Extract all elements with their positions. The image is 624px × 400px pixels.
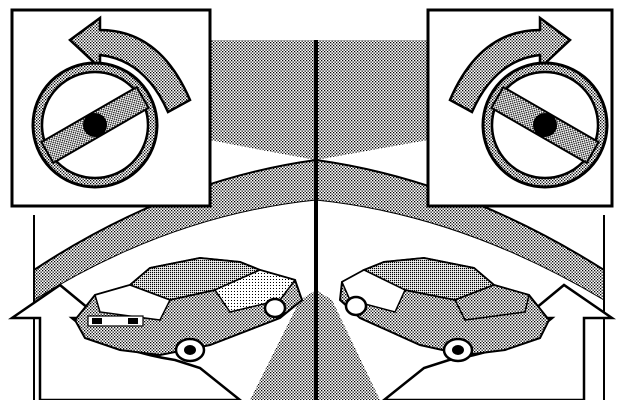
curved-arrow-icon <box>448 15 572 114</box>
right-inset-panel <box>426 8 614 208</box>
steering-wheel-icon <box>481 61 609 189</box>
car-icon <box>338 256 551 363</box>
steering-wheel-icon <box>31 61 159 189</box>
car-icon <box>73 256 304 363</box>
left-inset-panel <box>10 8 212 208</box>
curved-arrow-icon <box>68 15 192 114</box>
